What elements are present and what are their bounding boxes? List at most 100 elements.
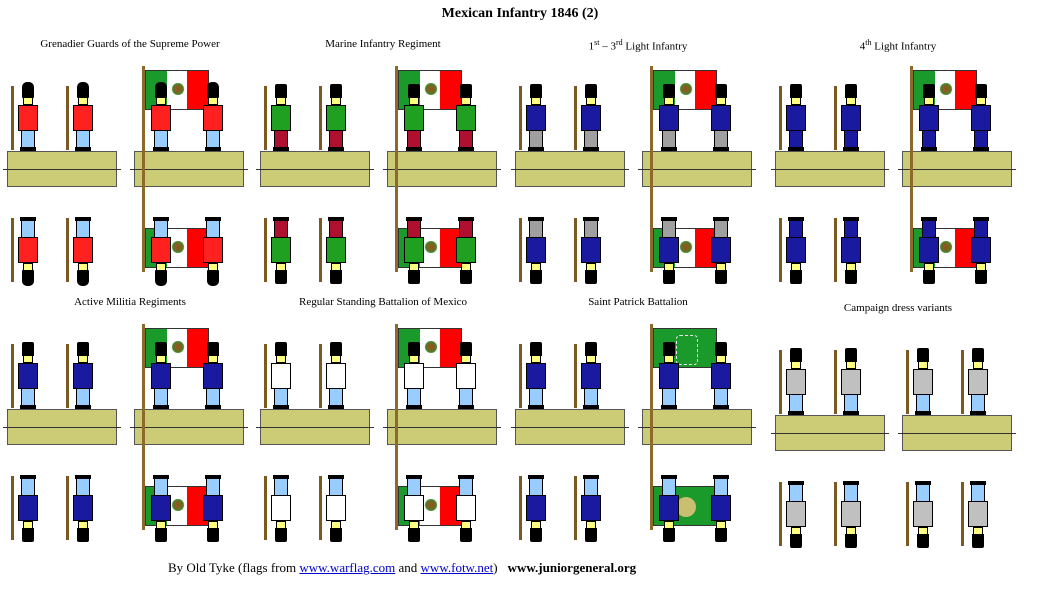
- boots: [788, 481, 804, 485]
- coat: [581, 495, 601, 521]
- face: [276, 263, 286, 271]
- hat-icon: [77, 342, 89, 356]
- ordinal-suffix: st: [594, 38, 600, 47]
- face: [208, 521, 218, 529]
- unit-group: Marine Infantry Regiment: [256, 38, 508, 288]
- fold-line: [511, 169, 629, 170]
- hat-icon: [408, 342, 420, 356]
- face: [23, 355, 33, 363]
- boots: [583, 475, 599, 479]
- face: [331, 97, 341, 105]
- musket-icon: [574, 476, 577, 540]
- soldier-figure: [11, 444, 41, 544]
- trousers: [662, 220, 676, 238]
- flag-pole: [650, 66, 653, 272]
- fold-line: [130, 427, 248, 428]
- soldier-figure: [264, 82, 294, 182]
- fold-line: [771, 169, 889, 170]
- trousers: [844, 130, 858, 148]
- trousers: [154, 130, 168, 148]
- fotw-link[interactable]: www.fotw.net: [420, 560, 494, 575]
- hat-icon: [975, 270, 987, 284]
- trousers: [407, 130, 421, 148]
- coat: [659, 495, 679, 521]
- hat-icon: [207, 270, 219, 286]
- warflag-link[interactable]: www.warflag.com: [299, 560, 396, 575]
- trousers: [844, 484, 858, 502]
- trousers: [206, 130, 220, 148]
- soldier-figure: [264, 444, 294, 544]
- flag-pole: [395, 66, 398, 272]
- trousers: [789, 130, 803, 148]
- face: [276, 97, 286, 105]
- hat-icon: [845, 84, 857, 98]
- fold-line: [638, 169, 756, 170]
- coat: [913, 501, 933, 527]
- musket-icon: [11, 86, 14, 150]
- musket-icon: [264, 86, 267, 150]
- musket-icon: [574, 344, 577, 408]
- soldier-figure: [148, 444, 174, 544]
- face: [409, 263, 419, 271]
- coat: [526, 363, 546, 389]
- unit-label: Active Militia Regiments: [74, 296, 186, 308]
- face: [791, 361, 801, 369]
- mexican-flag: [398, 70, 462, 110]
- face: [23, 521, 33, 529]
- face: [973, 527, 983, 535]
- face: [846, 361, 856, 369]
- boots: [583, 405, 599, 409]
- hat-icon: [408, 84, 420, 98]
- trousers: [789, 394, 803, 412]
- soldier-figure: [916, 186, 942, 286]
- fold-line: [3, 427, 121, 428]
- boots: [75, 405, 91, 409]
- boots: [843, 411, 859, 415]
- flag-stripe: [934, 71, 956, 109]
- fold-line: [130, 169, 248, 170]
- unit-label: Campaign dress variants: [843, 302, 953, 314]
- hat-icon: [155, 528, 167, 542]
- hat-icon: [663, 528, 675, 542]
- flag-stripe: [674, 229, 696, 267]
- coat: [203, 363, 223, 389]
- boots: [153, 475, 169, 479]
- boots: [20, 405, 36, 409]
- hat-icon: [917, 348, 929, 362]
- soldier-figure: [319, 186, 349, 286]
- trousers: [329, 130, 343, 148]
- flag-stripe: [166, 329, 188, 367]
- coat: [786, 105, 806, 131]
- face: [791, 527, 801, 535]
- hat-icon: [275, 342, 287, 356]
- hat-icon: [663, 270, 675, 284]
- face: [461, 521, 471, 529]
- coat: [203, 495, 223, 521]
- face: [664, 263, 674, 271]
- soldier-figure: [779, 346, 809, 446]
- soldier-figure: [453, 340, 479, 440]
- face: [918, 361, 928, 369]
- flag-stripe: [440, 71, 462, 109]
- coat: [968, 501, 988, 527]
- face: [331, 263, 341, 271]
- soldier-figure: [200, 82, 226, 182]
- ordinal-suffix: rd: [615, 38, 623, 47]
- face: [846, 263, 856, 271]
- face: [716, 263, 726, 271]
- face: [531, 263, 541, 271]
- hat-icon: [923, 270, 935, 284]
- trousers: [922, 220, 936, 238]
- flag-pole: [910, 66, 913, 272]
- hat-icon: [460, 342, 472, 356]
- boots: [843, 217, 859, 221]
- soldier-figure: [519, 444, 549, 544]
- coat: [271, 105, 291, 131]
- trousers: [922, 130, 936, 148]
- coat: [18, 495, 38, 521]
- musket-icon: [11, 218, 14, 282]
- face: [23, 97, 33, 105]
- trousers: [407, 478, 421, 496]
- trousers: [459, 220, 473, 238]
- flag-stripe: [187, 329, 209, 367]
